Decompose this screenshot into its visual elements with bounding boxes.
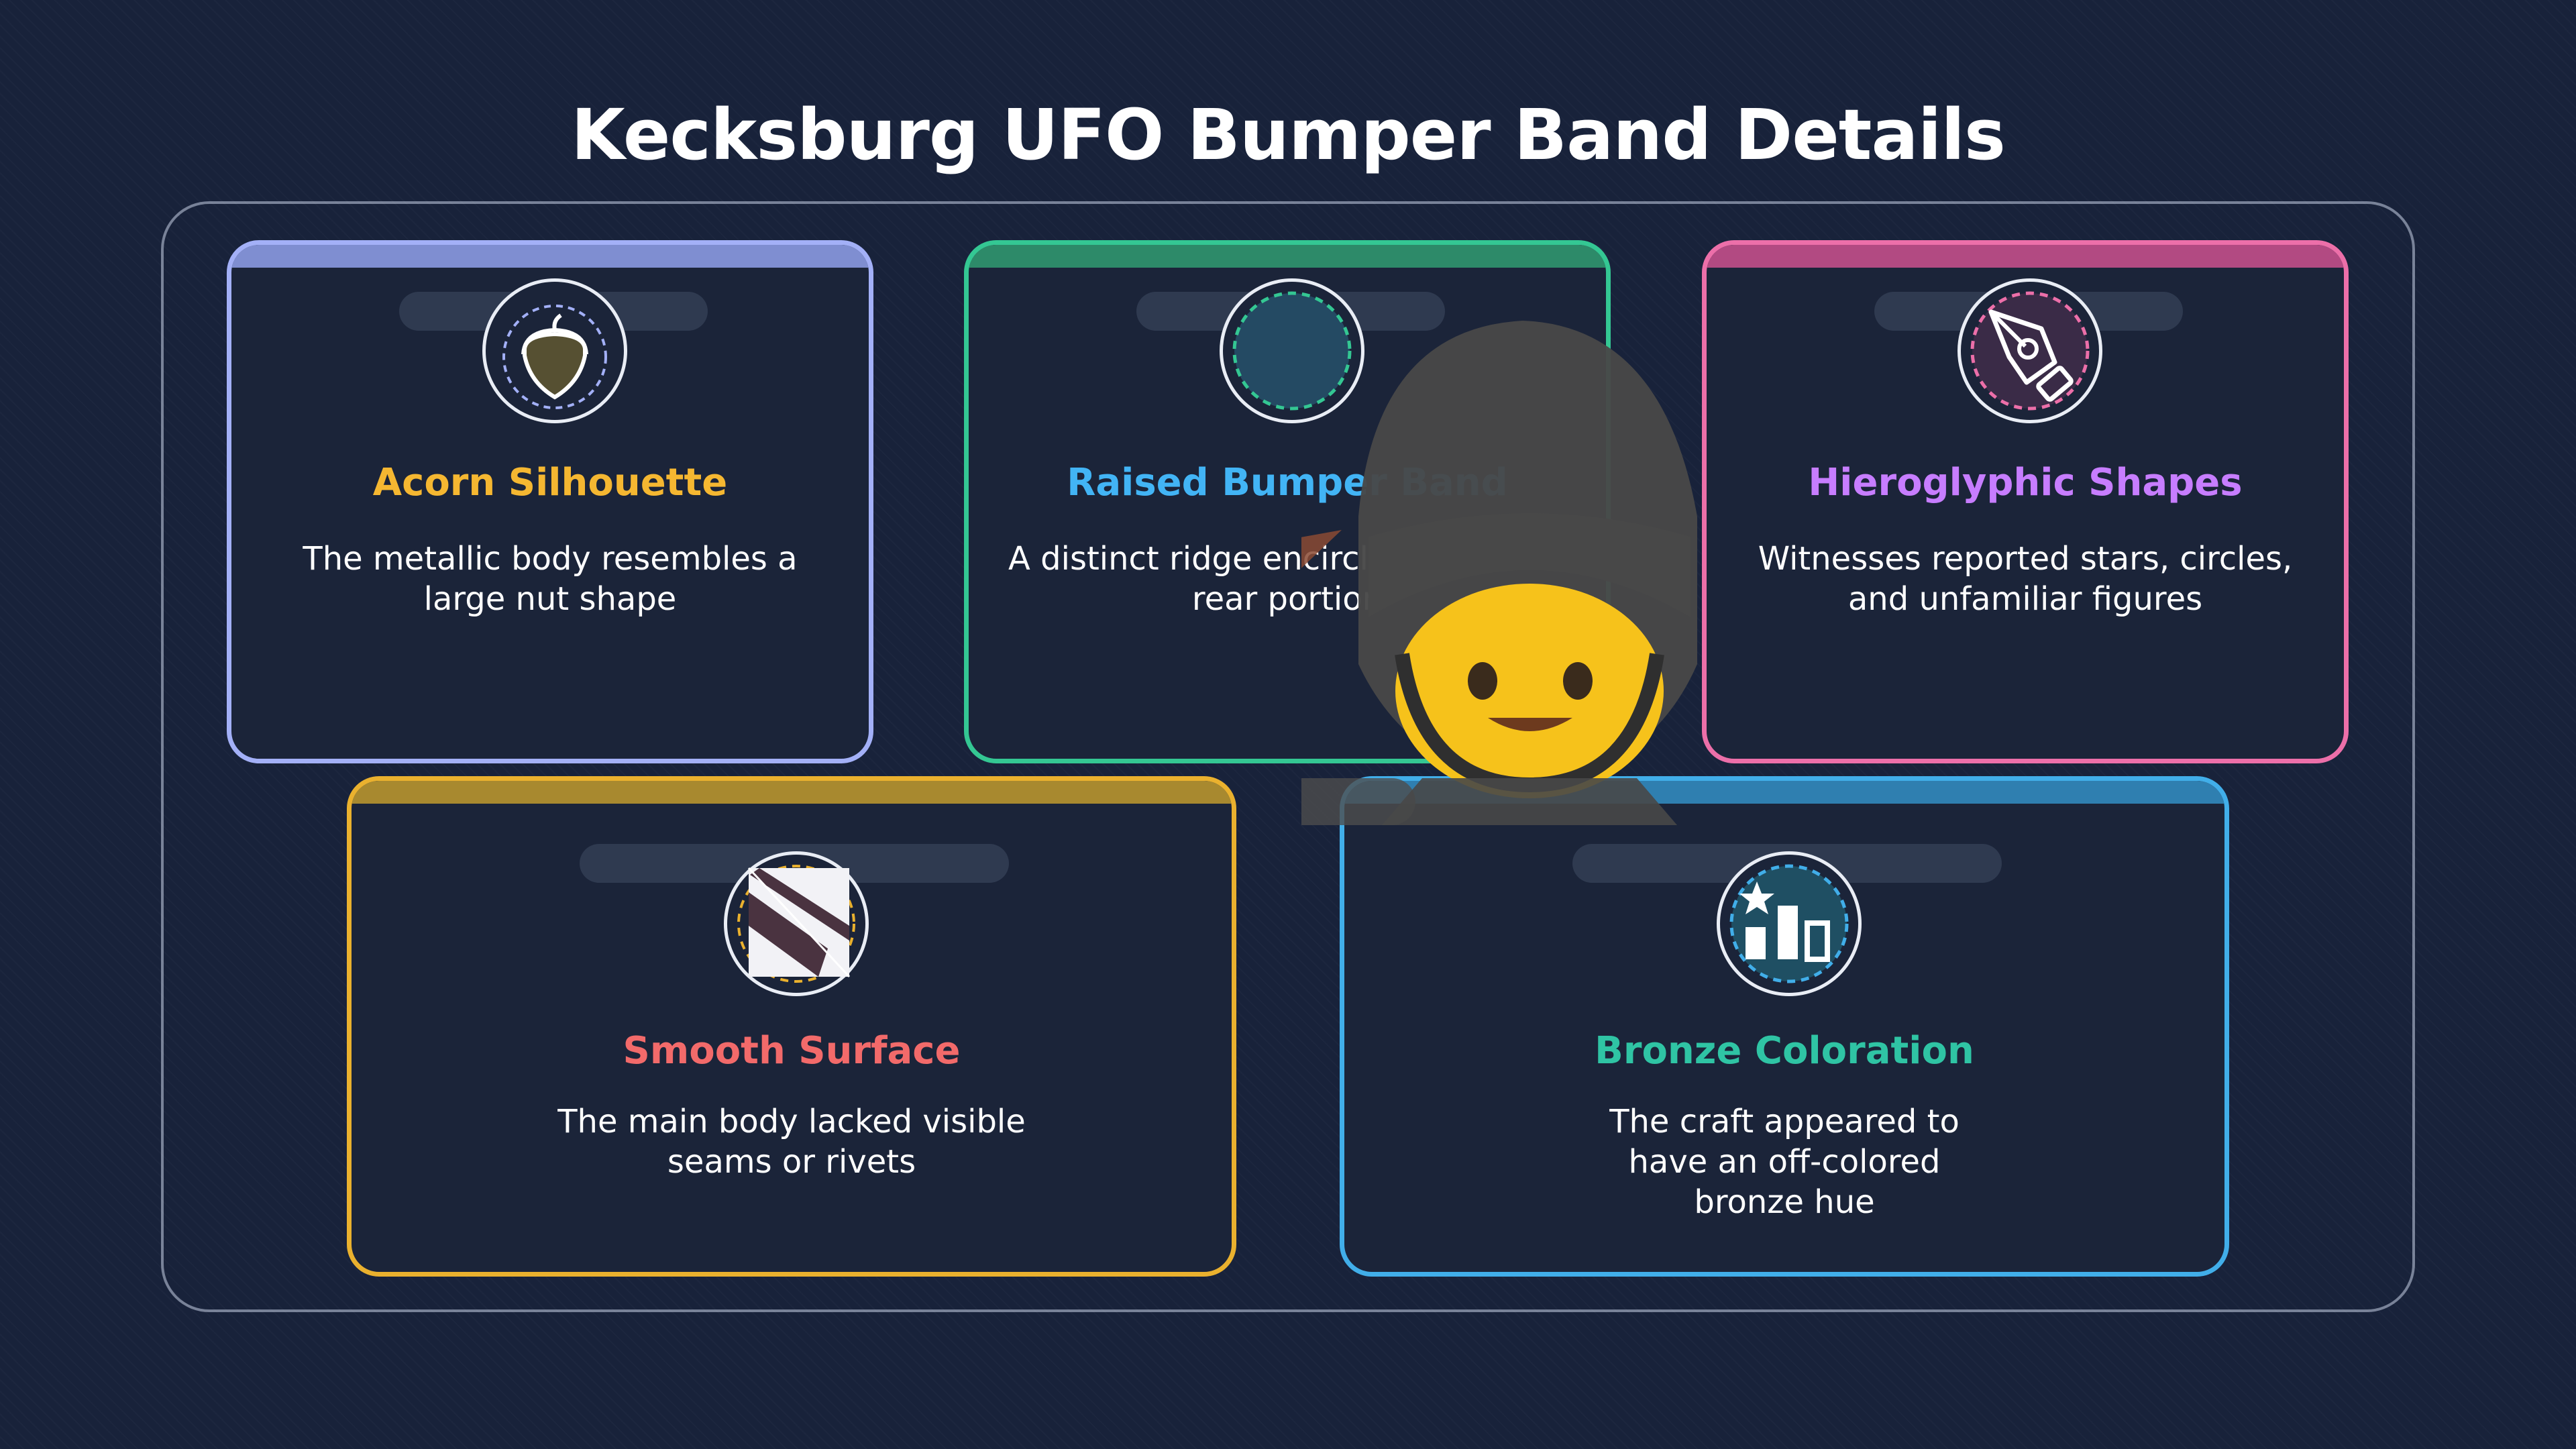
card-title: Bronze Coloration (1595, 1029, 1974, 1073)
card-header-bar (969, 245, 1606, 268)
card-description: Witnesses reported stars, circles, and u… (1758, 540, 2293, 618)
card-header-bar (231, 245, 869, 268)
acorn-icon (482, 278, 627, 423)
pen-nib-icon (1957, 278, 2102, 423)
content-frame (161, 201, 2415, 1312)
card-description: The metallic body resembles a large nut … (303, 540, 798, 618)
card-description: The craft appeared to have an off-colore… (1609, 1103, 1960, 1221)
card-smooth-surface: Smooth Surface The main body lacked visi… (347, 776, 1236, 1277)
card-description: The main body lacked visible seams or ri… (557, 1103, 1026, 1181)
card-title: Hieroglyphic Shapes (1808, 461, 2243, 504)
guard-emoji-icon (1080, 315, 1771, 919)
page-title: Kecksburg UFO Bumper Band Details (571, 94, 2006, 176)
card-title: Acorn Silhouette (372, 461, 728, 504)
card-bronze-coloration: Bronze Coloration The craft appeared to … (1340, 776, 2229, 1277)
card-header-bar (352, 781, 1232, 804)
card-header-bar (1707, 245, 2344, 268)
star-chart-icon (1717, 851, 1862, 996)
ring-icon (1220, 278, 1364, 423)
card-hieroglyphic-shapes: Hieroglyphic Shapes Witnesses reported s… (1702, 240, 2349, 763)
card-title: Smooth Surface (623, 1029, 961, 1073)
card-acorn-silhouette: Acorn Silhouette The metallic body resem… (227, 240, 873, 763)
striped-surface-icon (724, 851, 869, 996)
